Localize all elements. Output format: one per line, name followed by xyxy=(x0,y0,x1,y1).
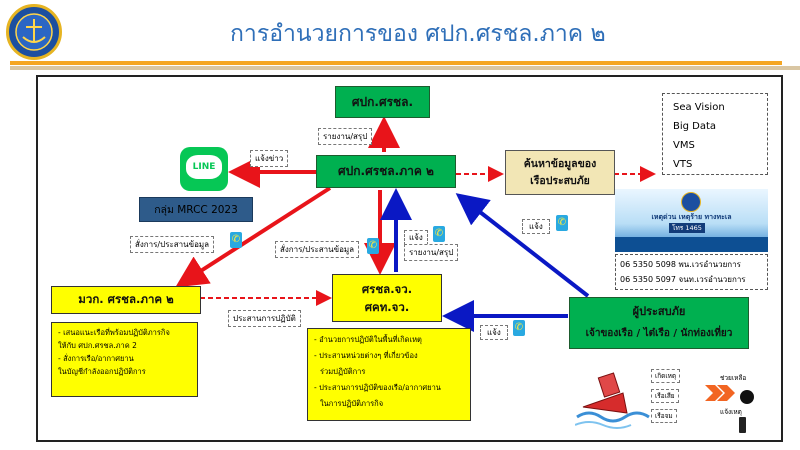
label-report-hq: รายงาน/สรุป xyxy=(318,128,373,145)
arrow-victim-to-region xyxy=(455,193,590,298)
label-notify-bottom: แจ้ง xyxy=(480,325,508,340)
node-hq: ศปก.ศรชล. xyxy=(335,86,430,118)
system-item: Big Data xyxy=(673,121,717,132)
label-notify-mid: แจ้ง xyxy=(404,230,428,245)
phone-icon-notify-bottom: ✆ xyxy=(513,320,525,336)
note-line: - สั่งการเรือ/อากาศยาน xyxy=(58,354,134,363)
label-notify-right: แจ้ง xyxy=(522,219,550,234)
phone-numbers: 06 5350 5098 พน.เวรอำนวยการ 06 5350 5097… xyxy=(615,254,768,290)
page-title: การอำนวยการของ ศปก.ศรชล.ภาค ๒ xyxy=(230,21,606,47)
node-province-line2: ศคท.จว. xyxy=(364,300,410,314)
systems-list: Sea Vision Big Data VMS VTS xyxy=(662,93,768,175)
hotline-banner: เหตุด่วน เหตุร้าย ทางทะเล โทร 1465 xyxy=(615,189,768,252)
label-order-left: สั่งการ/ประสานข้อมูล xyxy=(130,236,215,253)
notes-mwk: - เสนอแนะเรือที่พร้อมปฏิบัติภารกิจ ให้กั… xyxy=(51,322,198,397)
label-report-mid: รายงาน/สรุป xyxy=(404,244,459,261)
node-victim: ผู้ประสบภัย เจ้าของเรือ / ไต๋เรือ / นักท… xyxy=(569,297,749,349)
node-mwk-label: มวก. ศรชล.ภาค ๒ xyxy=(78,292,174,306)
line-app-bubble: LINE xyxy=(186,155,222,179)
note-line: ร่วมปฏิบัติการ xyxy=(320,367,366,376)
node-search: ค้นหาข้อมูลของ เรือประสบภัย xyxy=(505,150,615,195)
node-province: ศรชล.จว. ศคท.จว. xyxy=(332,274,442,322)
system-item: VMS xyxy=(673,140,695,151)
phone-number: 06 5350 5097 จนท.เวรอำนวยการ xyxy=(620,275,746,284)
sinking-boat-icon xyxy=(582,392,628,414)
label-notify-line: แจ้งข่าว xyxy=(250,150,289,167)
node-line-group: กลุ่ม MRCC 2023 xyxy=(139,197,253,222)
node-victim-line2: เจ้าของเรือ / ไต๋เรือ / นักท่องเที่ยว xyxy=(585,328,733,339)
process-action: ช่วยเหลือ xyxy=(720,374,747,382)
banner-icon-row xyxy=(615,237,768,252)
process-step: เกิดเหตุ xyxy=(651,369,681,383)
note-line: ให้กับ ศปก.ศรชล.ภาค 2 xyxy=(58,341,137,350)
radio-icon xyxy=(739,417,746,433)
logo-emblem xyxy=(6,4,62,60)
notes-province: - อำนวยการปฏิบัติในพื้นที่เกิดเหตุ - ประ… xyxy=(307,328,471,421)
arrow-region-to-mwk xyxy=(175,186,332,288)
process-step: เรือเสีย xyxy=(651,389,679,403)
phone-icon-notify-mid: ✆ xyxy=(433,226,445,242)
node-search-line1: ค้นหาข้อมูลของ xyxy=(523,157,597,170)
diagram-frame xyxy=(36,75,783,442)
node-hq-label: ศปก.ศรชล. xyxy=(351,94,414,109)
node-region-label: ศปก.ศรชล.ภาค ๒ xyxy=(338,164,434,178)
line-app-icon: LINE xyxy=(180,147,228,191)
rescue-illustration: เกิดเหตุ เรือเสีย เรือจม ช่วยเหลือ แจ้งเ… xyxy=(575,355,770,435)
system-item: VTS xyxy=(673,159,693,170)
node-region: ศปก.ศรชล.ภาค ๒ xyxy=(316,155,456,188)
phone-icon-order-left: ✆ xyxy=(230,232,242,248)
note-line: - ประสานหน่วยต่างๆ ที่เกี่ยวข้อง xyxy=(314,351,418,360)
note-line: ในการปฏิบัติภารกิจ xyxy=(320,399,384,408)
node-mwk: มวก. ศรชล.ภาค ๒ xyxy=(51,286,201,314)
system-item: Sea Vision xyxy=(673,102,725,113)
note-line: - อำนวยการปฏิบัติในพื้นที่เกิดเหตุ xyxy=(314,335,422,344)
node-search-line2: เรือประสบภัย xyxy=(530,174,590,187)
process-step: เรือจม xyxy=(651,409,677,423)
banner-title: เหตุด่วน เหตุร้าย ทางทะเล xyxy=(651,213,732,221)
note-line: ในบัญชีกำลังออกปฏิบัติการ xyxy=(58,367,146,376)
header-divider xyxy=(10,61,782,65)
phone-icon-order-mid: ✆ xyxy=(367,238,379,254)
banner-emblem xyxy=(681,192,701,212)
phone-circle-icon xyxy=(740,390,754,404)
phone-number: 06 5350 5098 พน.เวรอำนวยการ xyxy=(620,260,741,269)
label-order-mid: สั่งการ/ประสานข้อมูล xyxy=(275,241,360,258)
forward-arrow-icon xyxy=(705,385,723,401)
node-victim-line1: ผู้ประสบภัย xyxy=(632,305,686,318)
note-line: - เสนอแนะเรือที่พร้อมปฏิบัติภารกิจ xyxy=(58,328,170,337)
banner-hotline: โทร 1465 xyxy=(669,223,705,233)
label-coord-ops: ประสานการปฏิบัติ xyxy=(228,310,301,327)
process-action: แจ้งเหตุ xyxy=(720,408,742,416)
header-divider-shadow xyxy=(10,66,800,70)
phone-icon-notify-right: ✆ xyxy=(556,215,568,231)
note-line: - ประสานการปฏิบัติของเรือ/อากาศยาน xyxy=(314,383,441,392)
node-province-line1: ศรชล.จว. xyxy=(361,282,413,296)
node-line-group-label: กลุ่ม MRCC 2023 xyxy=(154,204,238,216)
